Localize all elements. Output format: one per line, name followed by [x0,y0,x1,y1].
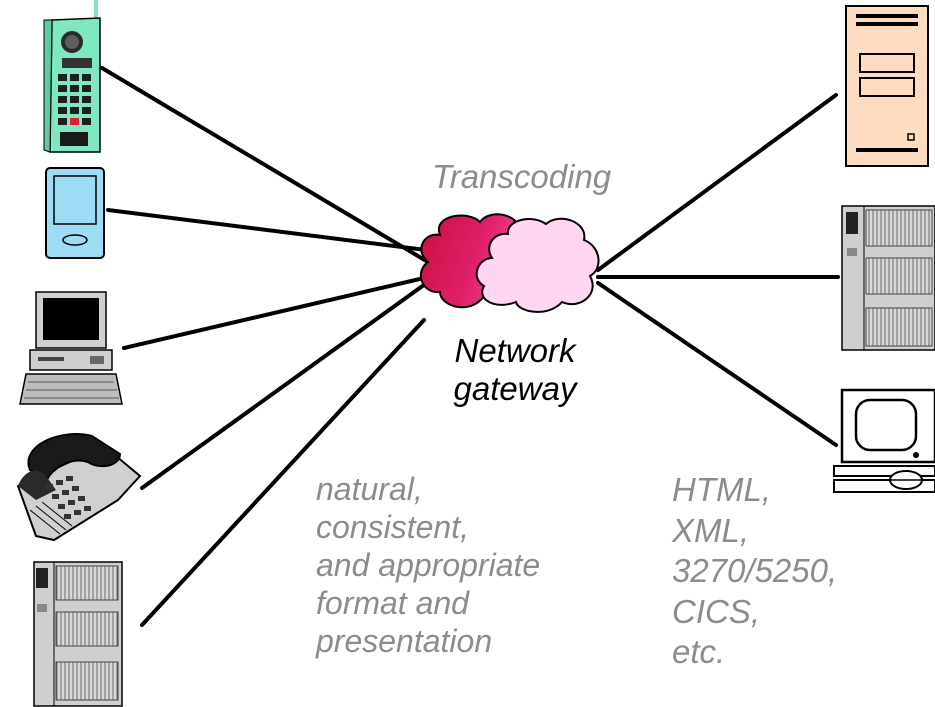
gateway-label-line: gateway [453,369,577,407]
link-phone [100,66,430,264]
format-note-line: presentation [316,623,493,660]
protocol-line: etc. [672,633,726,671]
network-gateway-label: Network gateway [440,332,590,408]
protocol-line: XML, [672,511,750,549]
mainframe-server-right-icon [841,205,935,351]
mainframe-server-left-icon [33,561,123,707]
transcoding-label: Transcoding [432,158,612,195]
connection-lines [100,66,840,627]
cell-phone-icon [43,0,101,153]
tower-server-icon [845,5,929,167]
link-terminal [596,281,838,447]
link-pc [122,276,426,350]
desk-telephone-icon [16,433,142,542]
format-note-line: natural, [316,471,423,507]
protocols-note: HTML, XML, 3270/5250, CICS, etc. [672,470,837,673]
network-gateway-cloud-icon [419,213,600,313]
format-note-line: format and [316,585,469,622]
desktop-pc-icon [19,291,123,405]
format-note-line: and appropriate [316,547,541,584]
gateway-label-line: Network [454,332,576,369]
format-presentation-note: natural, consistent, and appropriate for… [316,470,540,660]
format-note-line: consistent, [316,509,469,546]
link-tower [596,93,838,272]
terminal-workstation-icon [833,388,935,493]
link-pda [106,208,428,252]
link-telephone [140,280,430,490]
link-mainframe-left [140,318,426,627]
protocol-line: CICS, [672,592,761,630]
protocol-line: HTML, [672,471,771,508]
protocol-line: 3270/5250, [672,552,838,590]
pda-icon [45,167,105,259]
